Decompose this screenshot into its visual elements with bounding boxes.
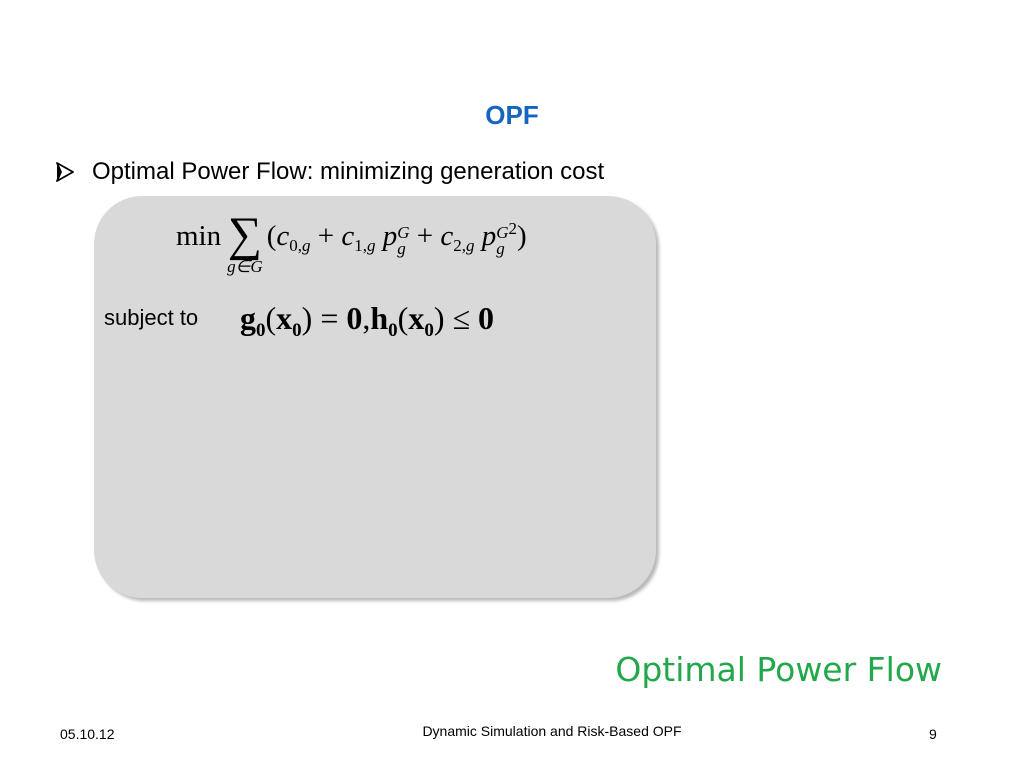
arrow-bullet-icon [54,161,76,183]
constraint-expression: g0(x0) = 0,h0(x0) ≤ 0 [240,300,495,341]
bullet-item: Optimal Power Flow: minimizing generatio… [54,158,604,186]
page-number: 9 [929,726,937,742]
section-label: Optimal Power Flow [615,650,942,689]
footer-date: 05.10.12 [60,726,115,742]
bullet-text: Optimal Power Flow: minimizing generatio… [92,158,605,185]
sum-index: g∈G [227,257,263,276]
slide-title: OPF [485,100,539,130]
subject-to-label: subject to [104,305,199,330]
formula-box [94,196,656,598]
footer-title: Dynamic Simulation and Risk-Based OPF [422,723,682,739]
min-operator: min [176,220,222,252]
sum-sign: ∑ [227,208,263,261]
summation: ∑ g∈G [227,208,263,276]
